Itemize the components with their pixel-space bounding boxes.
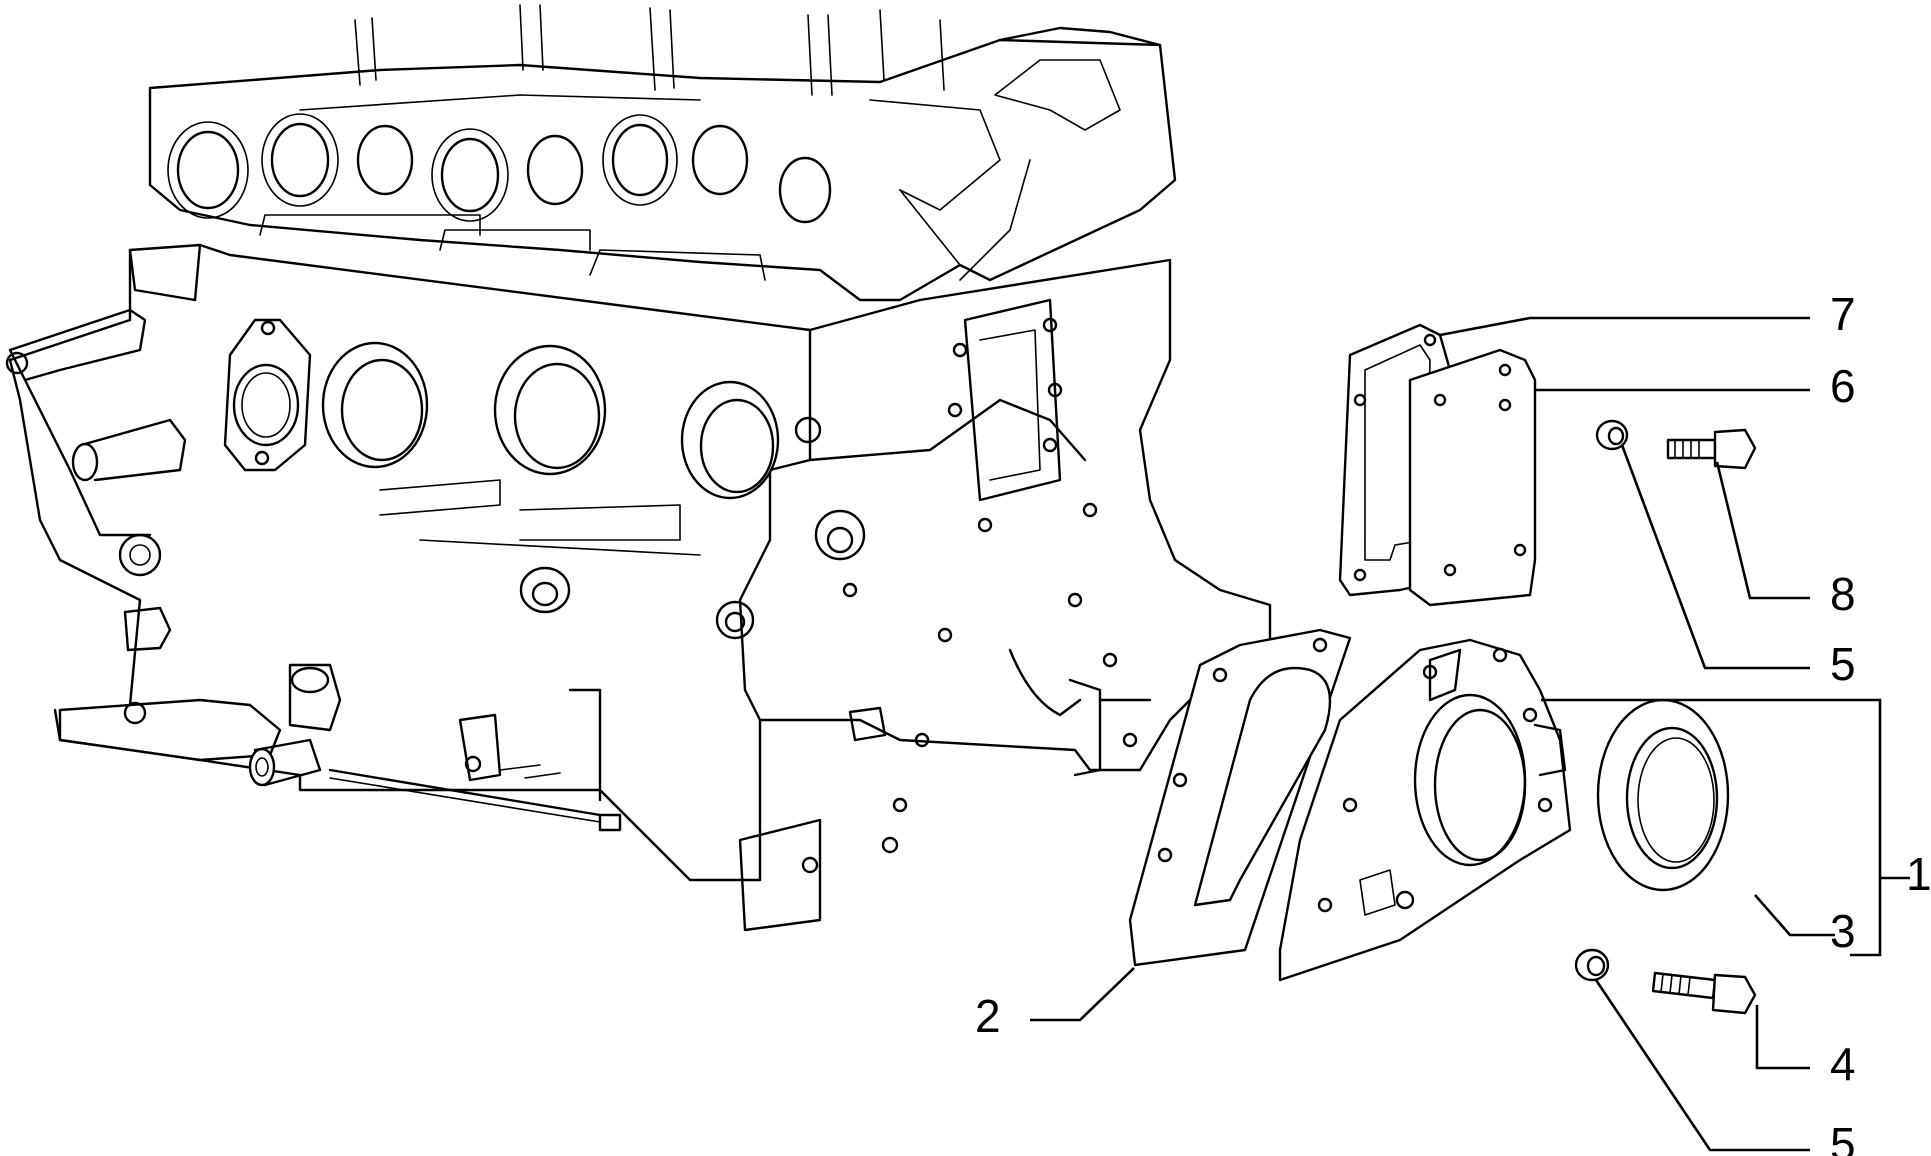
oil-seal-3	[1596, 698, 1730, 892]
leader-lines	[1030, 316, 1910, 1152]
callout-labels: 7 6 5 8 5 1 3 2 4 5	[975, 288, 1931, 1156]
callout-6: 6	[1830, 360, 1856, 412]
oil-seal-carrier-1	[1278, 638, 1572, 982]
callout-7: 7	[1830, 288, 1856, 340]
bolt-8	[1666, 428, 1757, 470]
callout-1: 1	[1906, 848, 1931, 900]
callout-5-upper: 5	[1830, 638, 1856, 690]
callout-2: 2	[975, 990, 1001, 1042]
engine-block-drawing	[5, 4, 1272, 932]
washer-5-bottom	[1574, 948, 1610, 982]
callout-4: 4	[1830, 1038, 1856, 1090]
washer-5-top	[1595, 419, 1629, 451]
cover-plate-6	[1408, 348, 1537, 607]
bolt-4	[1651, 971, 1757, 1015]
gasket-2	[1128, 628, 1352, 967]
callout-3: 3	[1830, 905, 1856, 957]
callout-8: 8	[1830, 568, 1856, 620]
callout-5-lower: 5	[1830, 1118, 1856, 1156]
